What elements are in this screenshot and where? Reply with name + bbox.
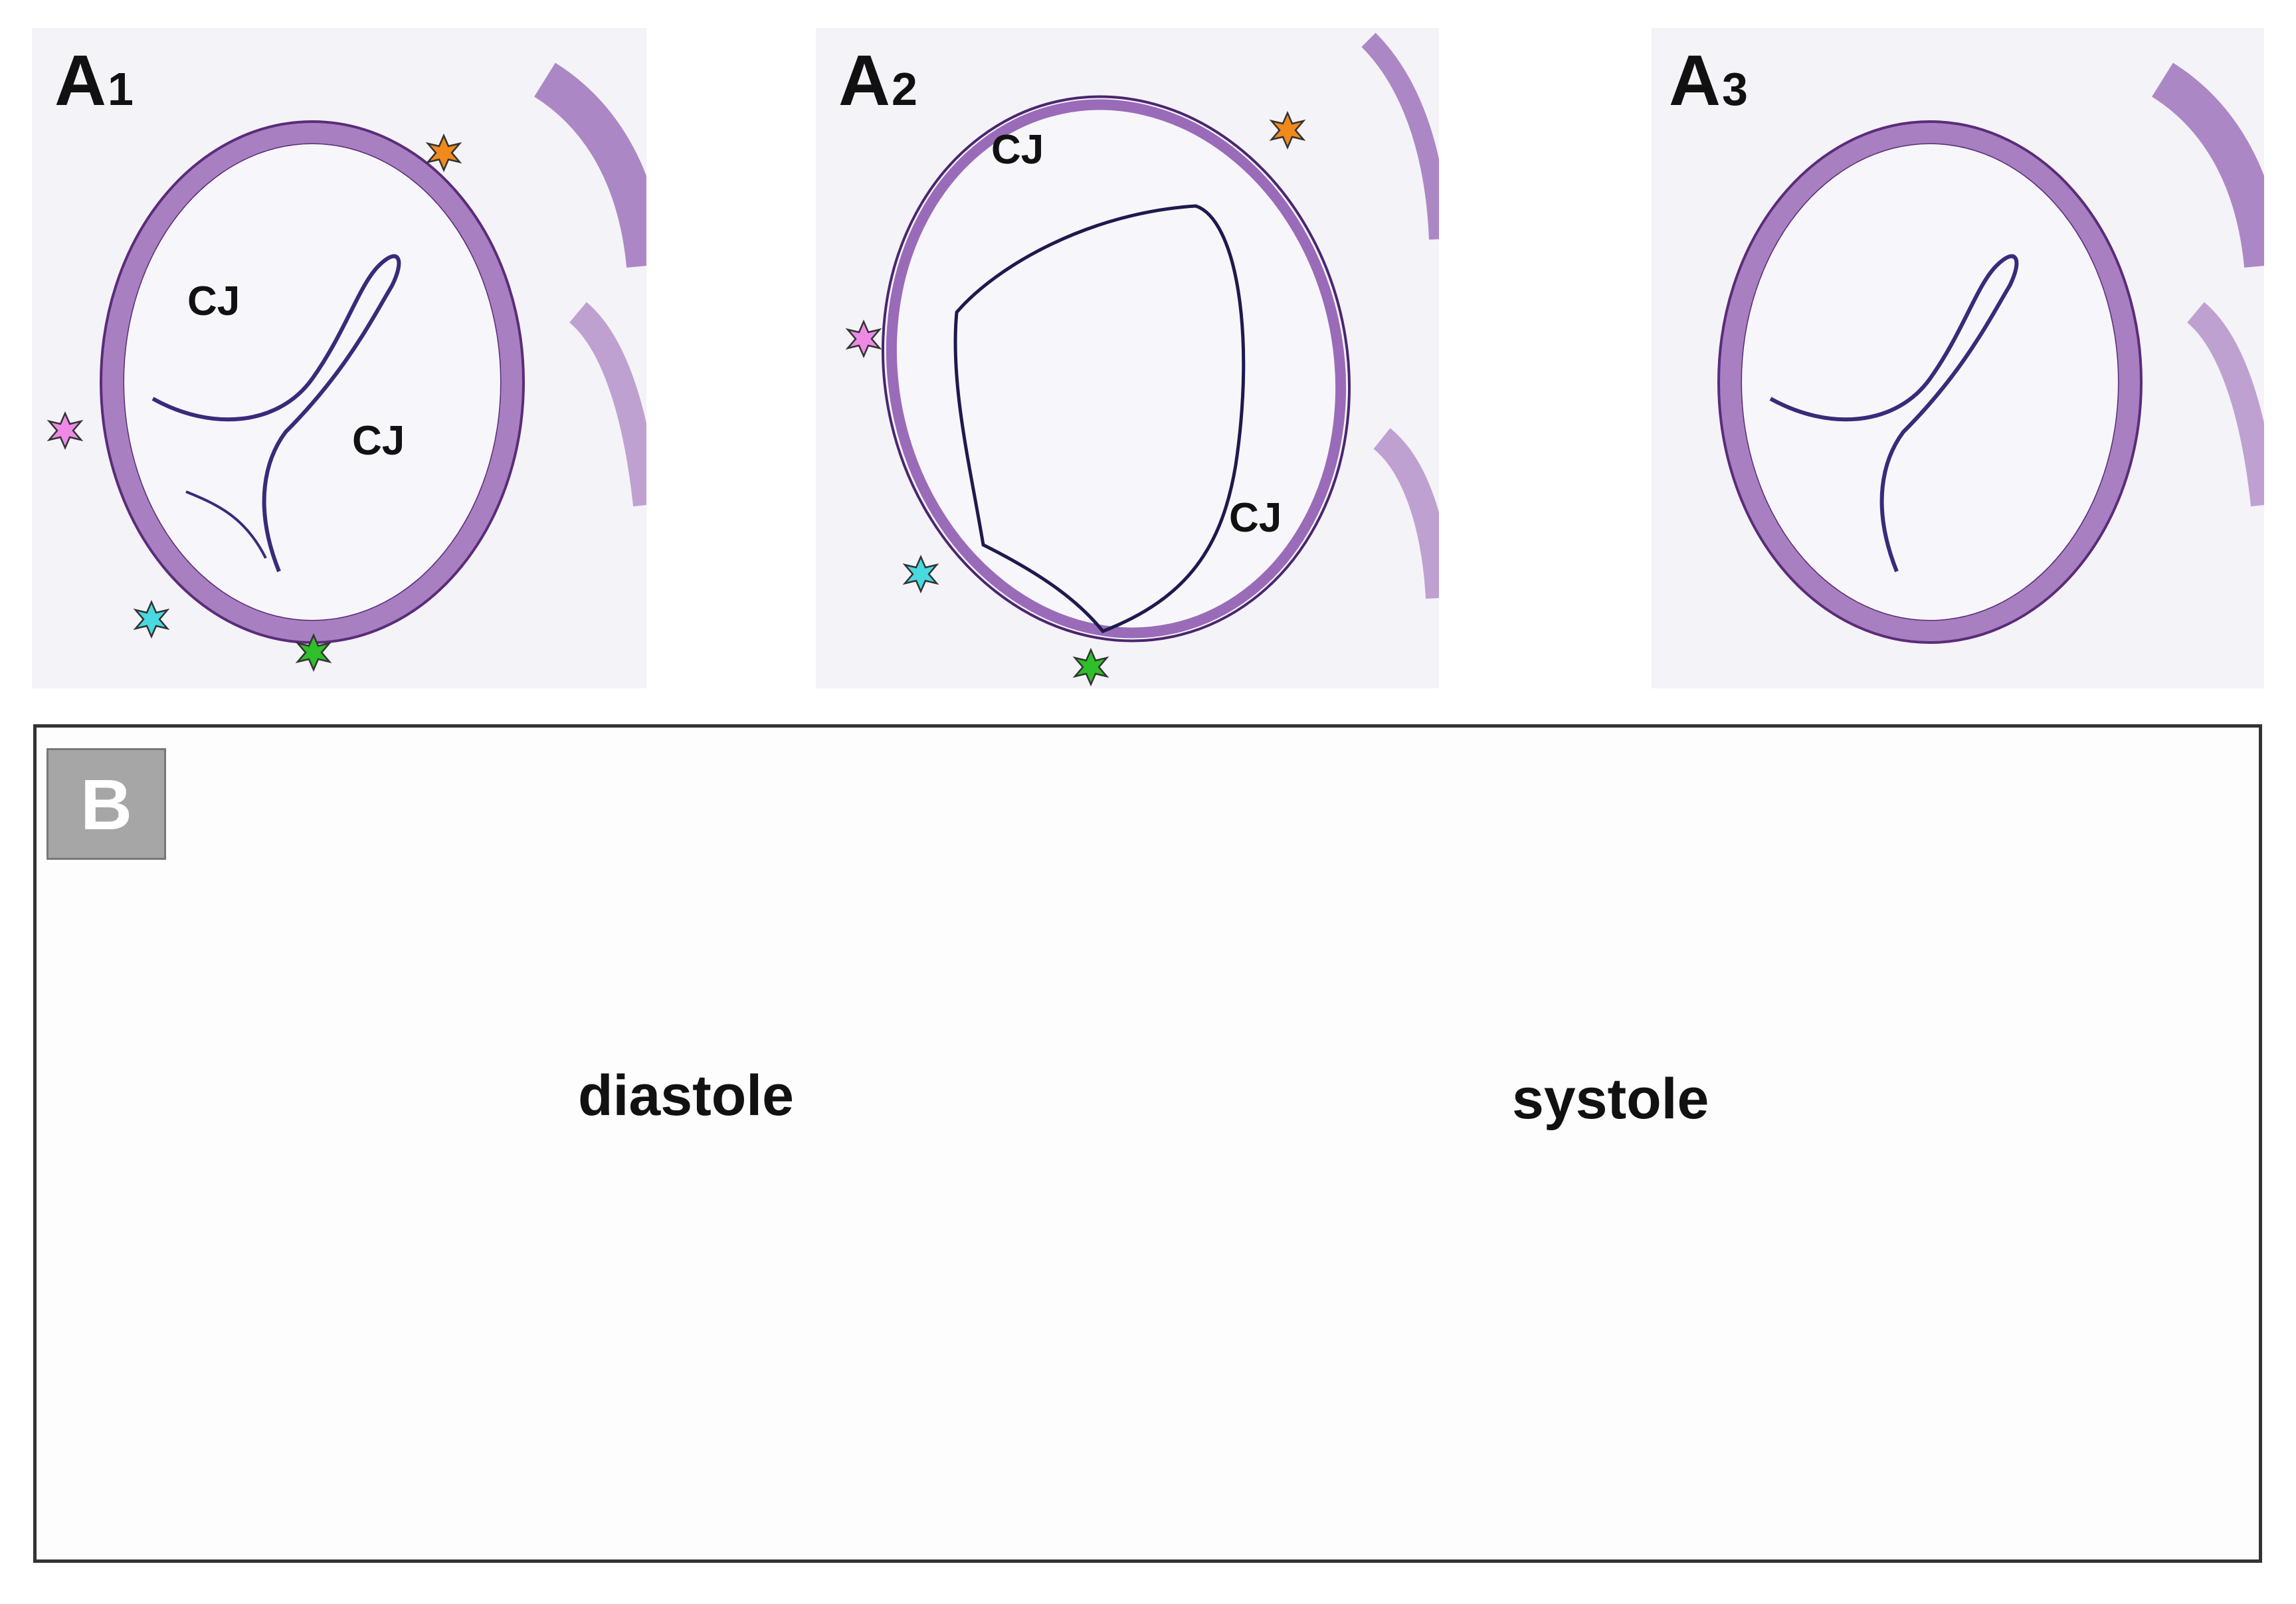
a2-tissue-section <box>881 33 1439 643</box>
a2-cyan-asterisk <box>904 555 938 593</box>
a2-green-asterisk <box>1074 649 1108 686</box>
a1-pink-asterisk <box>48 412 82 449</box>
diastole-label: diastole <box>578 1064 794 1128</box>
systole-label: systole <box>1512 1067 1709 1131</box>
a1-cj-label-lower: CJ <box>352 418 405 464</box>
panel-b-label: B <box>47 748 166 860</box>
panel-b-frame <box>33 724 2262 1563</box>
a3-tissue-section <box>1717 62 2264 644</box>
a1-cj-label-upper: CJ <box>187 278 240 324</box>
a2-pink-asterisk <box>846 320 881 357</box>
a1-cyan-asterisk <box>134 601 169 638</box>
a2-orange-asterisk <box>1270 112 1305 149</box>
panel-label-a3: A3 <box>1669 40 1748 120</box>
a2-cj-label-upper: CJ <box>991 127 1044 173</box>
panel-label-a1: A1 <box>54 40 134 120</box>
panel-label-a2: A2 <box>838 40 917 120</box>
a1-tissue-section <box>100 62 646 644</box>
a1-orange-asterisk <box>427 134 461 171</box>
a2-cj-label-lower: CJ <box>1229 495 1282 541</box>
